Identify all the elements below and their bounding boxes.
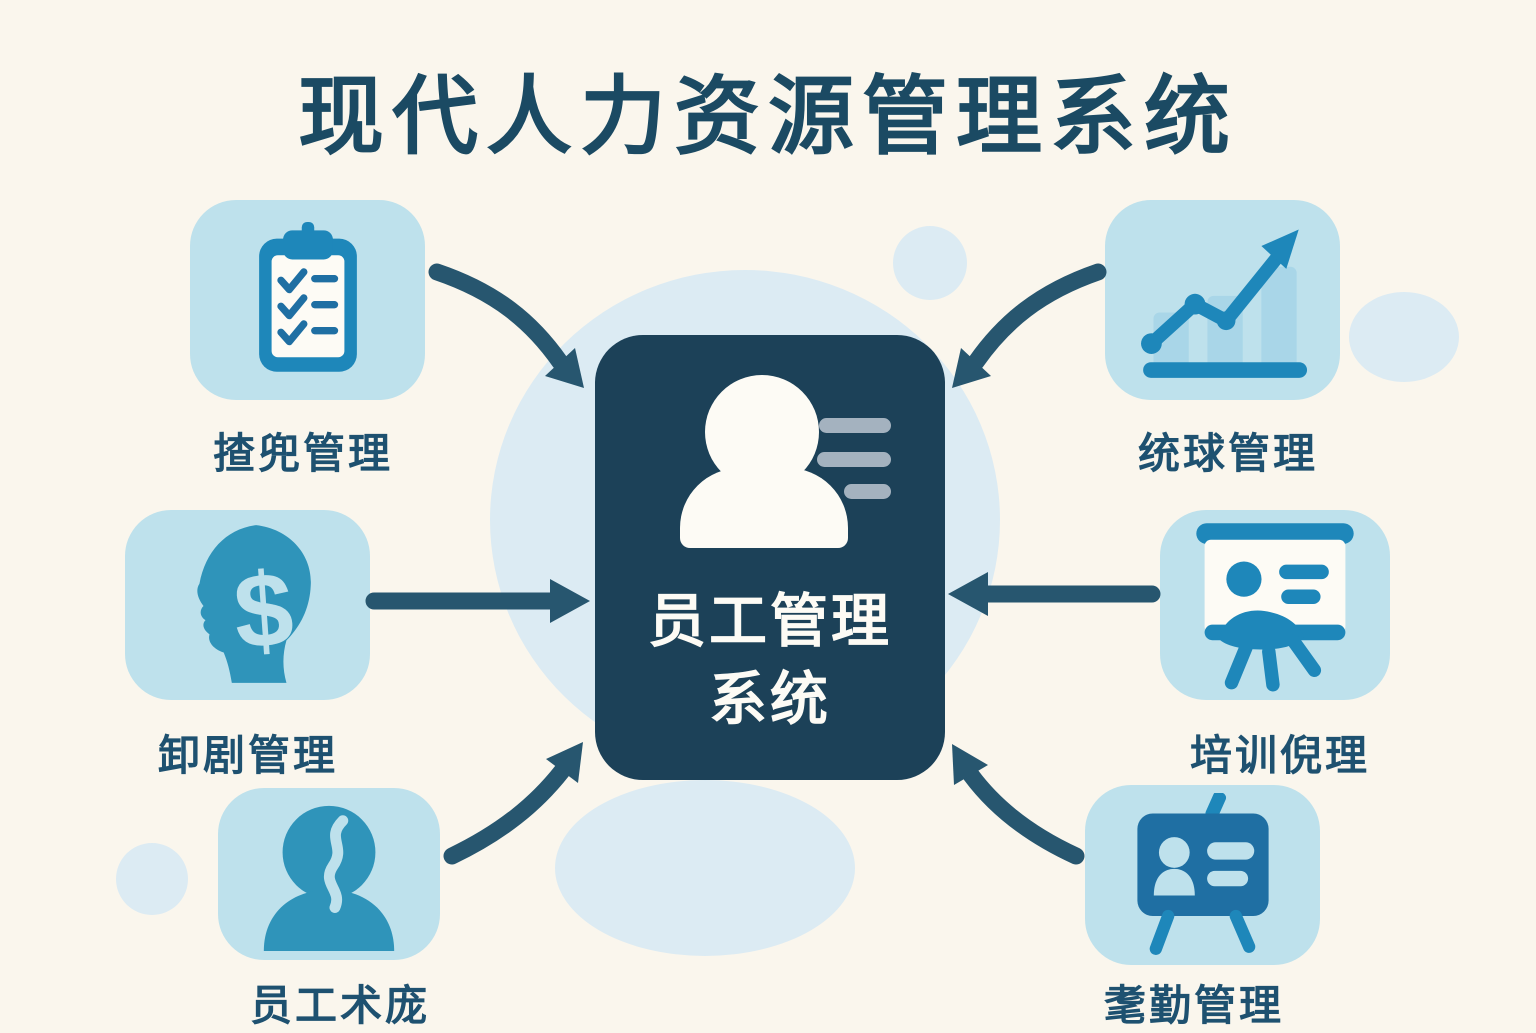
feature-tile-records: [218, 788, 440, 960]
feature-tile-recruitment: [190, 200, 425, 400]
feature-tile-training: [1160, 510, 1390, 700]
salary-head-dollar-icon: $: [196, 525, 311, 683]
center-system-card: 员工管理 系统: [595, 335, 945, 780]
arrow-recruitment-to-center: [428, 263, 584, 388]
background-blob: [555, 780, 855, 956]
arrow-statistics-to-center: [952, 263, 1107, 388]
feature-label-attendance: 耄勤管理: [1104, 982, 1285, 1029]
background-blob: [1349, 292, 1459, 382]
attendance-board-icon: [1136, 793, 1269, 955]
center-title-line1: 员工管理: [647, 589, 892, 654]
page-title: 现代人力资源管理系统: [298, 69, 1238, 165]
arrow-training-to-center: [948, 572, 1161, 616]
feature-label-records: 员工术庞: [250, 982, 431, 1029]
employee-profile-icon: [263, 805, 395, 952]
dollar-glyph: $: [230, 551, 297, 672]
background-blob: [893, 226, 967, 300]
feature-label-salary: 卸剧管理: [158, 732, 339, 779]
feature-tile-salary: $: [125, 510, 370, 700]
feature-tile-attendance: [1085, 785, 1320, 965]
arrow-records-to-center: [443, 742, 583, 865]
training-presentation-icon: [1196, 523, 1354, 692]
stats-growth-chart-icon: [1140, 229, 1307, 378]
feature-label-training: 培训倪理: [1190, 732, 1371, 779]
arrow-salary-to-center: [365, 579, 590, 623]
background-blob: [116, 843, 188, 915]
feature-label-recruitment: 揸兜管理: [213, 430, 394, 477]
detail-line: [819, 418, 891, 433]
detail-line: [844, 484, 891, 499]
feature-tile-statistics: [1105, 200, 1340, 400]
center-system-title: 员工管理 系统: [595, 583, 945, 739]
arrow-attendance-to-center: [952, 744, 1085, 865]
center-title-line2: 系统: [708, 667, 831, 732]
clipboard-checklist-icon: [258, 222, 357, 372]
detail-line: [817, 452, 891, 467]
person-body-shape: [680, 468, 848, 548]
feature-label-statistics: 统球管理: [1138, 430, 1319, 477]
